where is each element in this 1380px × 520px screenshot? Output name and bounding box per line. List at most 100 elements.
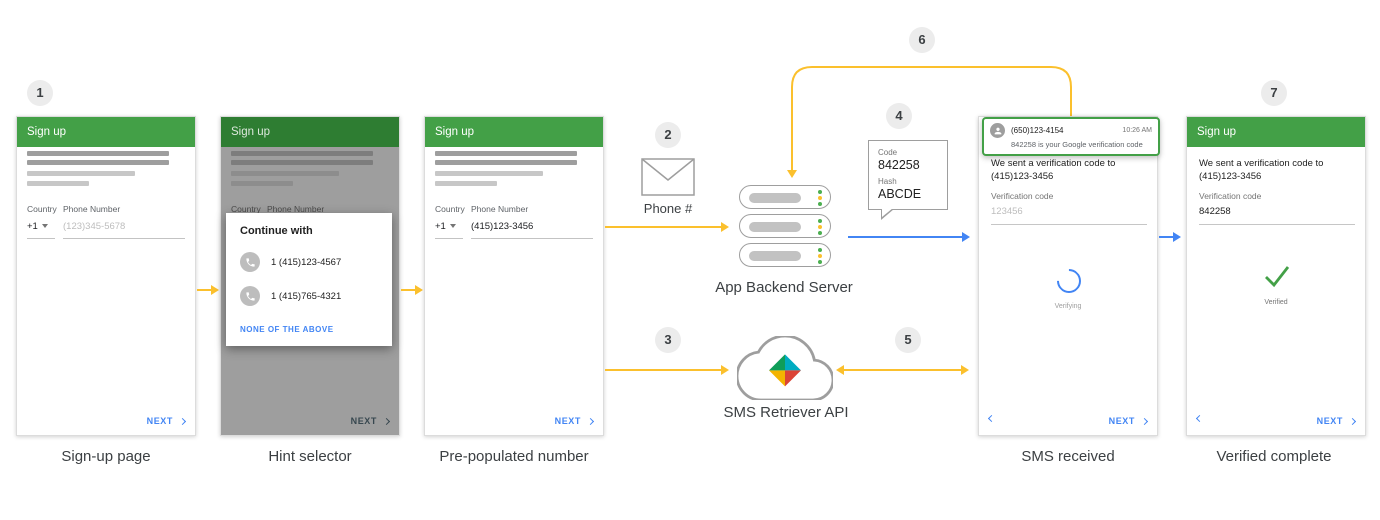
signup-header-bar: Sign up	[17, 117, 195, 147]
code-label: Code	[878, 148, 898, 157]
sms-notification-card[interactable]: (650)123-4154 10:26 AM 842258 is your Go…	[982, 117, 1160, 156]
sent-code-text: We sent a verification code to (415)123-…	[1199, 158, 1324, 182]
flow-arrow-line	[843, 369, 963, 371]
sms-retriever-cloud-icon	[737, 336, 833, 400]
flow-arrow-line	[197, 289, 213, 291]
caption-hint-selector: Hint selector	[268, 448, 352, 465]
notification-time: 10:26 AM	[1122, 127, 1152, 134]
signup-header-bar: Sign up	[221, 117, 399, 147]
hint-option-2[interactable]: 1 (415)765-4321	[226, 279, 392, 313]
country-label: Country	[435, 204, 465, 214]
step-badge-7: 7	[1261, 80, 1287, 106]
server-bar	[749, 193, 801, 203]
skeleton-line	[435, 171, 543, 176]
hint-option-number: 1 (415)123-4567	[271, 256, 342, 268]
chevron-left-icon	[987, 414, 996, 423]
verify-arrowhead	[1173, 232, 1181, 242]
sender-avatar	[990, 123, 1005, 138]
server-unit	[739, 185, 831, 209]
next-button[interactable]: NEXT	[555, 416, 595, 426]
notification-sender: (650)123-4154	[1011, 126, 1064, 135]
verification-code-label: Verification code	[1199, 191, 1262, 201]
next-button[interactable]: NEXT	[1317, 416, 1357, 426]
hint-dialog-title: Continue with	[240, 225, 313, 237]
step-badge-6: 6	[909, 27, 935, 53]
flow-arrowhead	[721, 365, 729, 375]
phone-number-input[interactable]: (415)123-3456	[471, 221, 593, 239]
country-select[interactable]: +1	[435, 221, 463, 239]
caption-verified-complete: Verified complete	[1216, 448, 1332, 465]
sent-code-text: We sent a verification code to (415)123-…	[991, 158, 1116, 182]
verification-code-input[interactable]: 842258	[1199, 206, 1355, 225]
phone-hint-dialog: Continue with 1 (415)123-4567 1 (415)765…	[226, 213, 392, 346]
server-leds	[818, 190, 822, 206]
sms-api-label: SMS Retriever API	[723, 404, 849, 421]
sms-delivery-arrowhead	[962, 232, 970, 242]
flow-arrow-line	[605, 369, 723, 371]
skeleton-line	[27, 171, 135, 176]
skeleton-line	[231, 171, 339, 176]
verify-arrow-line	[1159, 236, 1175, 238]
step6-arrowhead	[787, 170, 797, 178]
back-button[interactable]	[1195, 408, 1204, 426]
chevron-right-icon	[382, 417, 391, 425]
skeleton-line	[231, 160, 373, 165]
flow-arrowhead	[961, 365, 969, 375]
country-select[interactable]: +1	[27, 221, 55, 239]
chevron-left-icon	[1195, 414, 1204, 423]
next-button[interactable]: NEXT	[147, 416, 187, 426]
country-label: Country	[27, 204, 57, 214]
skeleton-line	[231, 181, 293, 186]
caption-sms-received: SMS received	[1021, 448, 1115, 465]
chevron-down-icon	[41, 224, 48, 229]
flow-arrow-line	[401, 289, 417, 291]
step-badge-2: 2	[655, 122, 681, 148]
verified-check-icon	[1265, 266, 1290, 288]
verification-code-label: Verification code	[991, 191, 1054, 201]
country-label: Country	[231, 204, 261, 214]
hint-phone-mockup: Sign up Country Phone Number Continue wi…	[220, 116, 400, 436]
phone-number-label: Phone Number	[471, 204, 529, 214]
step-badge-5: 5	[895, 327, 921, 353]
none-of-the-above-button[interactable]: NONE OF THE ABOVE	[240, 325, 334, 334]
caption-signup-page: Sign-up page	[61, 448, 151, 465]
skeleton-line	[27, 160, 169, 165]
skeleton-line	[231, 151, 373, 156]
next-button[interactable]: NEXT	[351, 416, 391, 426]
server-unit	[739, 243, 831, 267]
skeleton-line	[435, 151, 577, 156]
phone-number-label: Phone Number	[63, 204, 121, 214]
verified-phone-mockup: Sign up We sent a verification code to (…	[1186, 116, 1366, 436]
hint-option-number: 1 (415)765-4321	[271, 290, 342, 302]
notification-message: 842258 is your Google verification code	[1011, 140, 1143, 149]
hint-option-1[interactable]: 1 (415)123-4567	[226, 245, 392, 279]
chevron-down-icon	[449, 224, 456, 229]
phone-number-label: Phone Number	[267, 204, 325, 214]
server-leds	[818, 248, 822, 264]
signup-header-bar: Sign up	[1187, 117, 1365, 147]
skeleton-line	[27, 181, 89, 186]
server-bar	[749, 222, 801, 232]
chevron-right-icon	[178, 417, 187, 425]
signup-phone-mockup: Sign up Country Phone Number +1 (123)345…	[16, 116, 196, 436]
chevron-right-icon	[1140, 417, 1149, 425]
next-button[interactable]: NEXT	[1109, 416, 1149, 426]
flow-arrow-line	[605, 226, 723, 228]
hash-label: Hash	[878, 177, 897, 186]
server-unit	[739, 214, 831, 238]
step-badge-3: 3	[655, 327, 681, 353]
flow-arrowhead	[415, 285, 423, 295]
sms-delivery-arrow-line	[848, 236, 964, 238]
step-badge-1: 1	[27, 80, 53, 106]
phone-number-input[interactable]: (123)345-5678	[63, 221, 185, 239]
verifying-spinner	[1052, 264, 1086, 298]
prepopulated-phone-mockup: Sign up Country Phone Number +1 (415)123…	[424, 116, 604, 436]
bubble-tail	[882, 208, 893, 217]
verification-code-input[interactable]: 123456	[991, 206, 1147, 225]
sms-payload-bubble: Code 842258 Hash ABCDE	[868, 140, 948, 220]
phone-icon	[240, 286, 260, 306]
chevron-right-icon	[586, 417, 595, 425]
back-button[interactable]	[987, 408, 996, 426]
